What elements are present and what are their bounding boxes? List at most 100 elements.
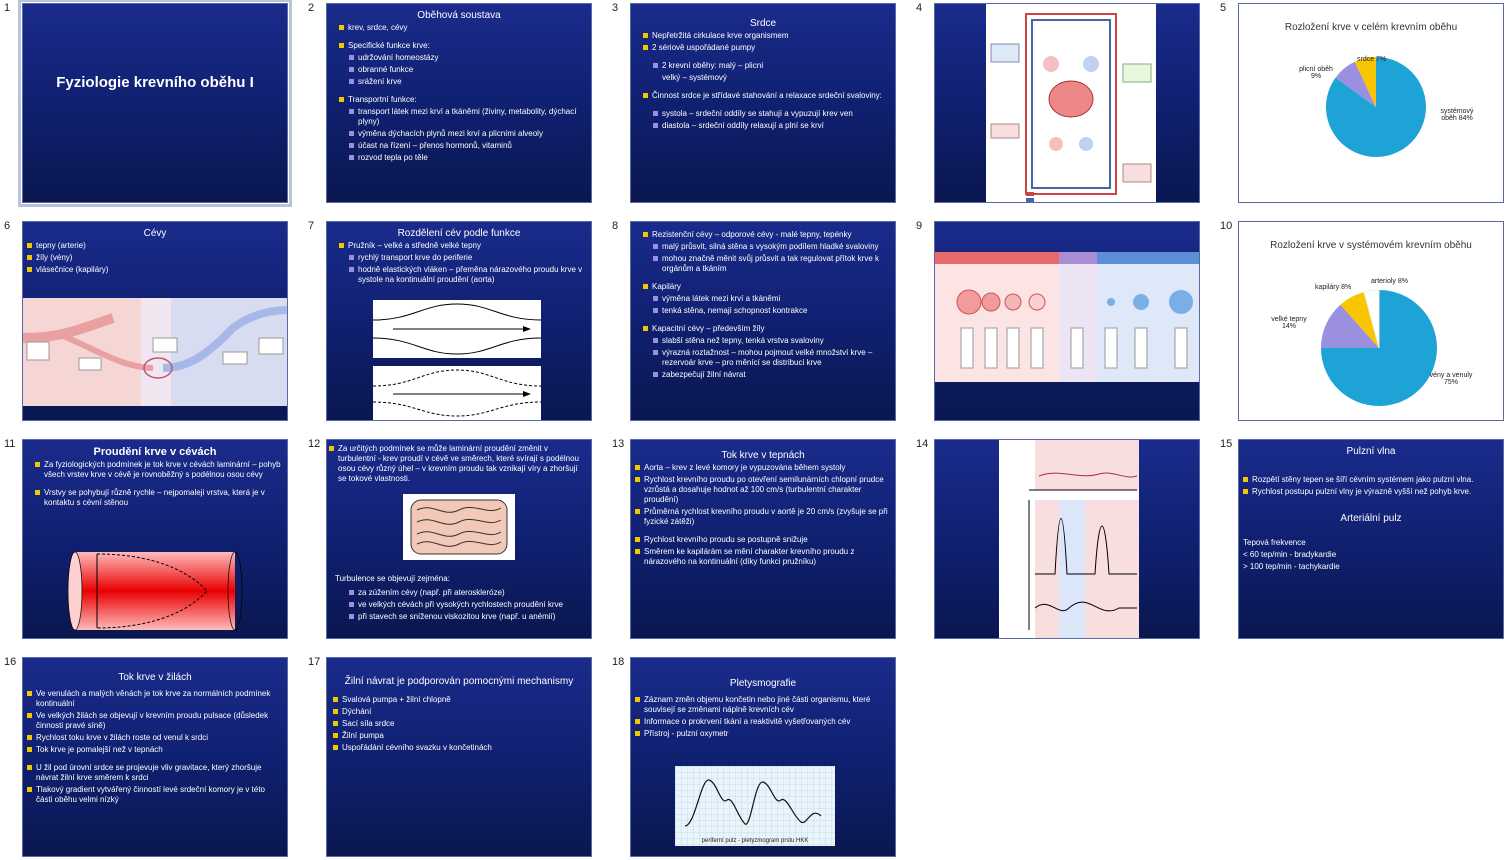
slide-number: 11 (4, 438, 16, 450)
slide-thumbnail-6[interactable]: Cévy tepny (arterie)žíly (vény)vlásečnic… (22, 221, 288, 421)
slide-number: 13 (612, 438, 625, 450)
pulse-line-1: Tepová frekvence (1243, 538, 1306, 547)
windkessel-diagram-bottom (372, 366, 542, 420)
slide-number: 5 (1220, 2, 1227, 14)
slide-title: Fyziologie krevního oběhu I (56, 74, 254, 91)
slide-title: Rozdělení cév podle funkce (397, 228, 521, 239)
bullet-item: Rychlost krevního proudu po otevření sem… (635, 475, 889, 505)
slide-thumbnail-15[interactable]: Pulzní vlna Rozpětí stěny tepen se šíří … (1238, 439, 1504, 639)
slide-number: 15 (1220, 438, 1233, 450)
slide-thumbnail-4[interactable] (934, 3, 1200, 203)
slide-thumbnail-16[interactable]: Tok krve v žilách Ve venulách a malých v… (22, 657, 288, 857)
bullet-item: slabší stěna než tepny, tenká vrstva sva… (653, 336, 889, 346)
slide-thumbnail-13[interactable]: Tok krve v tepnách Aorta – krev z levé k… (630, 439, 896, 639)
slide-cell-8: 8 Rezistenční cévy – odporové cévy - mal… (608, 218, 911, 436)
slide-thumbnail-7[interactable]: Rozdělení cév podle funkce Pružník – vel… (326, 221, 592, 421)
bullet-item: Přístroj - pulzní oxymetr (635, 729, 889, 739)
slide-thumbnail-11[interactable]: Proudění krve v cévách Za fyziologických… (22, 439, 288, 639)
pie-label-large-arteries: velké tepny 14% (1271, 316, 1307, 330)
slide-number: 16 (4, 656, 17, 668)
pie-label-arterioles: arterioly 8% (1371, 278, 1408, 285)
bullet-item: vlásečnice (kapiláry) (27, 265, 281, 275)
slide-thumbnail-17[interactable]: Žilní návrat je podporován pomocnými mec… (326, 657, 592, 857)
bullet-item: malý průsvit, silná stěna s vysokým podí… (653, 242, 889, 252)
bullet-item: při stavech se sníženou viskozitou krve … (349, 612, 587, 622)
bullet-item: krev, srdce, cévy (339, 23, 585, 33)
slide-cell-14: 14 (912, 436, 1215, 654)
bullet-item: Za fyziologických podmínek je tok krve v… (35, 460, 281, 480)
bullet-item: Vrstvy se pohybují různě rychle – nejpom… (35, 488, 281, 508)
slide-title: Tok krve v tepnách (721, 450, 805, 461)
bullet-item: Záznam změn objemu končetin nebo jiné čá… (635, 695, 889, 715)
bullet-item: Svalová pumpa + žilní chlopně (333, 695, 585, 705)
slide-title: Žilní návrat je podporován pomocnými mec… (344, 676, 574, 687)
slide-thumbnail-3[interactable]: Srdce Nepřetržitá cirkulace krve organis… (630, 3, 896, 203)
slide-title: Oběhová soustava (417, 10, 501, 21)
bullet-item: výměna dýchacích plynů mezi krví a plicn… (349, 129, 585, 139)
bullet-item: Dýchání (333, 707, 585, 717)
bullet-list: Za fyziologických podmínek je tok krve v… (23, 460, 287, 508)
bullet-item: velký – systémový (662, 73, 727, 82)
slide-thumbnail-12[interactable]: Za určitých podmínek se může laminární p… (326, 439, 592, 639)
plethysmogram-caption: periferní pulz - pletyzmogram prstu HKK (701, 838, 809, 844)
plethysmogram-image: periferní pulz - pletyzmogram prstu HKK (675, 766, 835, 846)
bullet-item: Aorta – krev z levé komory je vypuzována… (635, 463, 889, 473)
bullet-item: zabezpečují žilní návrat (653, 370, 889, 380)
pie-label-veins: vény a venuly 75% (1429, 372, 1473, 386)
slide-thumbnail-5[interactable]: Rozložení krve v celém krevním oběhu srd… (1238, 3, 1504, 203)
slide-cell-9: 9 (912, 218, 1215, 436)
bullet-item: Kapacitní cévy – především žíly (643, 324, 889, 334)
slide-title: Rozložení krve v celém krevním oběhu (1284, 22, 1458, 33)
bullet-item: Tlakový gradient vytvářený činností levé… (27, 785, 281, 805)
slide-thumbnail-1[interactable]: Fyziologie krevního oběhu I (18, 0, 292, 207)
bullet-item: Rychlost toku krve v žilách roste od ven… (27, 733, 281, 743)
pie-chart (1321, 289, 1437, 406)
slide-title: Pulzní vlna (1346, 446, 1396, 457)
bullet-item: tenká stěna, nemají schopnost kontrakce (653, 306, 889, 316)
slide-thumbnail-9[interactable] (934, 221, 1200, 421)
bullet-item: Žilní pumpa (333, 731, 585, 741)
vessels-diagram-image (23, 298, 287, 406)
slide-thumbnail-14[interactable] (934, 439, 1200, 639)
pie-slice-arterioles (1363, 289, 1380, 349)
bullet-item: U žil pod úrovní srdce se projevuje vliv… (27, 763, 281, 783)
slide-thumbnail-18[interactable]: Pletysmografie Záznam změn objemu končet… (630, 657, 896, 857)
slide-cell-1: 1 Fyziologie krevního oběhu I (0, 0, 303, 218)
bullet-item: mohou značně měnit svůj průsvit a tak re… (653, 254, 889, 274)
bullet-list: Rezistenční cévy – odporové cévy - malé … (631, 230, 895, 380)
bullet-list: Záznam změn objemu končetin nebo jiné čá… (631, 695, 895, 739)
bullet-item: hodně elastických vláken – přeměna náraz… (349, 265, 585, 285)
slide-number: 2 (308, 2, 315, 14)
turbulent-flow-image (403, 494, 515, 560)
bullet-item: transport látek mezi krví a tkáněmi (živ… (349, 107, 585, 127)
pie-slice-heart (1354, 57, 1376, 107)
slide-title: Tok krve v žilách (118, 672, 192, 683)
bullet-item: Transportní funkce: (339, 95, 585, 105)
slide-title: Pletysmografie (729, 678, 797, 689)
slide-cell-7: 7 Rozdělení cév podle funkce Pružník – v… (304, 218, 607, 436)
bullet-item: obranné funkce (349, 65, 585, 75)
bullet-item: 2 krevní oběhy: malý – plicní (653, 61, 889, 71)
slide-thumbnail-10[interactable]: Rozložení krve v systémovém krevním oběh… (1238, 221, 1504, 421)
slide-cell-16: 16 Tok krve v žilách Ve venulách a malýc… (0, 654, 303, 860)
slide-cell-3: 3 Srdce Nepřetržitá cirkulace krve organ… (608, 0, 911, 218)
arterial-pulse-subtitle: Arteriální pulz (1340, 513, 1402, 524)
windkessel-diagram-top (372, 300, 542, 358)
pie-label-heart: srdce 7% (1357, 56, 1387, 63)
pulse-line-3: > 100 tep/min - tachykardie (1243, 562, 1340, 571)
slide-cell-11: 11 Proudění krve v cévách Za fyziologick… (0, 436, 303, 654)
slide-thumbnail-8[interactable]: Rezistenční cévy – odporové cévy - malé … (630, 221, 896, 421)
slide-cell-10: 10 Rozložení krve v systémovém krevním o… (1216, 218, 1505, 436)
bullet-list: Aorta – krev z levé komory je vypuzována… (631, 463, 895, 567)
slide-number: 9 (916, 220, 923, 232)
bullet-item: žíly (vény) (27, 253, 281, 263)
slide-number: 4 (916, 2, 923, 14)
bullet-item: Rozpětí stěny tepen se šíří cévním systé… (1243, 475, 1497, 485)
pie-slice-pulmonary (1335, 61, 1376, 107)
slide-title: Rozložení krve v systémovém krevním oběh… (1270, 240, 1472, 251)
slide-cell-6: 6 Cévy tepny (arterie)žíly (vény)vlásečn… (0, 218, 303, 436)
bullet-item: Rychlost postupu pulzní vlny je výrazně … (1243, 487, 1497, 497)
